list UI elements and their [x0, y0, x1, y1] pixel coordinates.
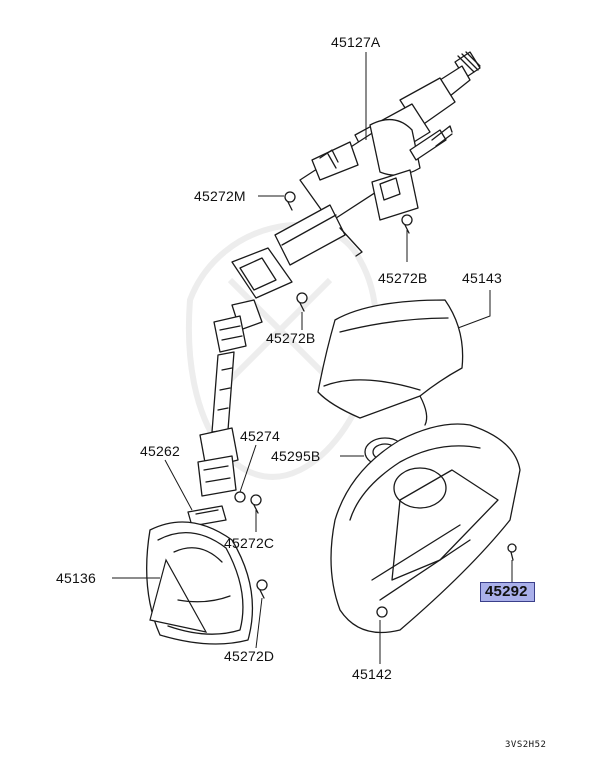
intermediate-shaft	[197, 299, 263, 497]
label-lower-cover: 45142	[352, 666, 392, 682]
label-screw-b-upper: 45272B	[378, 270, 428, 286]
screw-m-part	[284, 191, 296, 211]
label-screw-m: 45272M	[194, 188, 246, 204]
label-screw-b-lower: 45272B	[266, 330, 316, 346]
seal-ring-part	[187, 505, 227, 527]
screw-d-part	[256, 579, 268, 599]
label-column-assembly: 45127A	[331, 34, 381, 50]
clamp-part	[234, 491, 246, 503]
screw-c-part	[250, 494, 262, 514]
label-boot: 45136	[56, 570, 96, 586]
label-upper-cover: 45143	[462, 270, 502, 286]
cover-screw-part	[507, 543, 517, 561]
label-clamp: 45274	[240, 428, 280, 444]
drawing-code: 3VS2H52	[505, 740, 547, 750]
label-spacer: 45295B	[271, 448, 321, 464]
upper-cover-part	[317, 299, 464, 426]
label-seal-ring: 45262	[140, 443, 180, 459]
label-screw-d: 45272D	[224, 648, 275, 664]
screw-b-upper-part	[401, 214, 413, 234]
label-cover-screw-highlighted[interactable]: 45292	[480, 582, 535, 602]
boot-part	[146, 521, 254, 645]
leader-lines	[112, 52, 513, 664]
screw-b-lower-part	[296, 292, 308, 312]
steering-column-assembly	[231, 51, 481, 299]
label-screw-c: 45272C	[224, 535, 275, 551]
lower-cover-part	[330, 423, 521, 634]
